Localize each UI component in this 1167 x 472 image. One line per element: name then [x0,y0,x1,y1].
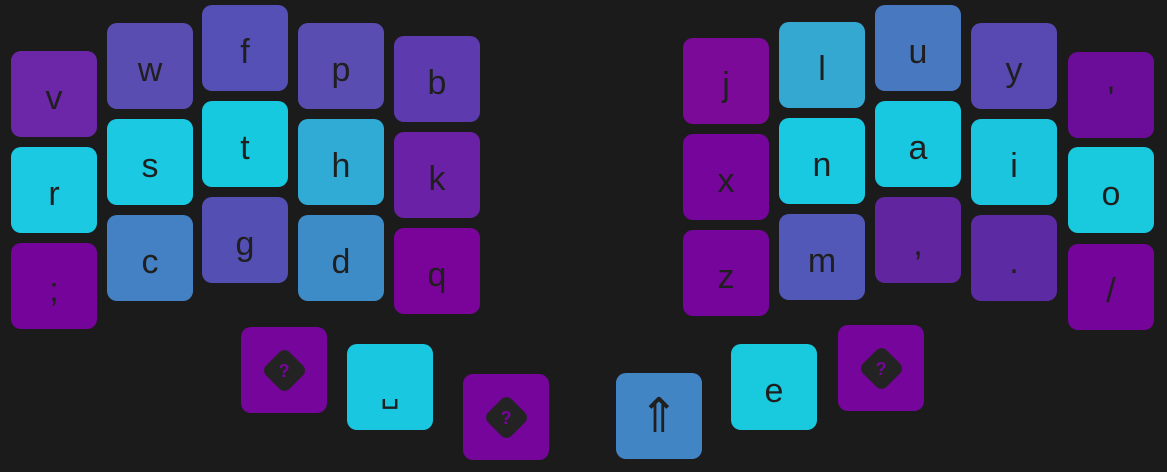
key-thumb-left-outer[interactable]: ? [241,327,327,413]
key-v[interactable]: v [11,51,97,137]
replacement-diamond-icon: ? [482,393,530,441]
key-label: r [48,174,60,213]
key-comma[interactable]: , [875,197,961,283]
key-label: l [818,49,826,88]
key-label: ; [49,270,59,309]
key-l[interactable]: l [779,22,865,108]
key-label: n [812,145,832,184]
key-label: c [141,242,159,281]
key-label: z [717,257,735,296]
key-c[interactable]: c [107,215,193,301]
key-label: w [137,50,163,89]
question-mark-glyph: ? [875,358,887,378]
shift-arrow-icon: ⇑ [638,390,680,443]
key-thumb-left-space[interactable]: ␣ [347,344,433,430]
key-k[interactable]: k [394,132,480,218]
key-thumb-right-outer[interactable]: ? [838,325,924,411]
key-apostrophe[interactable]: ' [1068,52,1154,138]
key-label: y [1005,50,1023,89]
space-icon: ␣ [380,376,400,409]
key-label: q [427,255,447,294]
key-s[interactable]: s [107,119,193,205]
key-thumb-right-e[interactable]: e [731,344,817,430]
key-q[interactable]: q [394,228,480,314]
key-o[interactable]: o [1068,147,1154,233]
key-n[interactable]: n [779,118,865,204]
key-label: ' [1107,79,1115,118]
question-mark-glyph: ? [500,407,512,427]
key-r[interactable]: r [11,147,97,233]
key-label: k [428,159,446,198]
key-label: i [1010,146,1018,185]
key-slash[interactable]: / [1068,244,1154,330]
key-z[interactable]: z [683,230,769,316]
key-label: m [807,241,837,280]
key-label: x [717,161,735,200]
key-label: a [908,128,928,167]
key-a[interactable]: a [875,101,961,187]
key-label: b [427,63,447,102]
key-label: , [913,224,923,263]
replacement-diamond-icon: ? [857,344,905,392]
key-label: h [331,146,351,185]
key-thumb-right-shift[interactable]: ⇑ [616,373,702,459]
key-y[interactable]: y [971,23,1057,109]
key-label: u [908,32,928,71]
key-label: f [240,32,250,71]
key-label: / [1106,271,1116,310]
key-label: t [240,128,250,167]
key-label: e [764,371,784,410]
replacement-diamond-icon: ? [260,346,308,394]
key-u[interactable]: u [875,5,961,91]
question-mark-glyph: ? [278,360,290,380]
key-label: p [331,50,351,89]
key-label: g [235,224,255,263]
key-label: s [141,146,159,185]
key-p[interactable]: p [298,23,384,109]
key-f[interactable]: f [202,5,288,91]
key-g[interactable]: g [202,197,288,283]
key-d[interactable]: d [298,215,384,301]
key-label: . [1009,242,1019,281]
key-semicolon[interactable]: ; [11,243,97,329]
key-label: d [331,242,351,281]
key-label: j [722,65,730,104]
key-i[interactable]: i [971,119,1057,205]
key-thumb-left-inner[interactable]: ? [463,374,549,460]
key-period[interactable]: . [971,215,1057,301]
key-h[interactable]: h [298,119,384,205]
key-label: o [1101,174,1121,213]
key-label: v [45,78,63,117]
key-t[interactable]: t [202,101,288,187]
key-j[interactable]: j [683,38,769,124]
key-x[interactable]: x [683,134,769,220]
key-m[interactable]: m [779,214,865,300]
key-b[interactable]: b [394,36,480,122]
key-w[interactable]: w [107,23,193,109]
